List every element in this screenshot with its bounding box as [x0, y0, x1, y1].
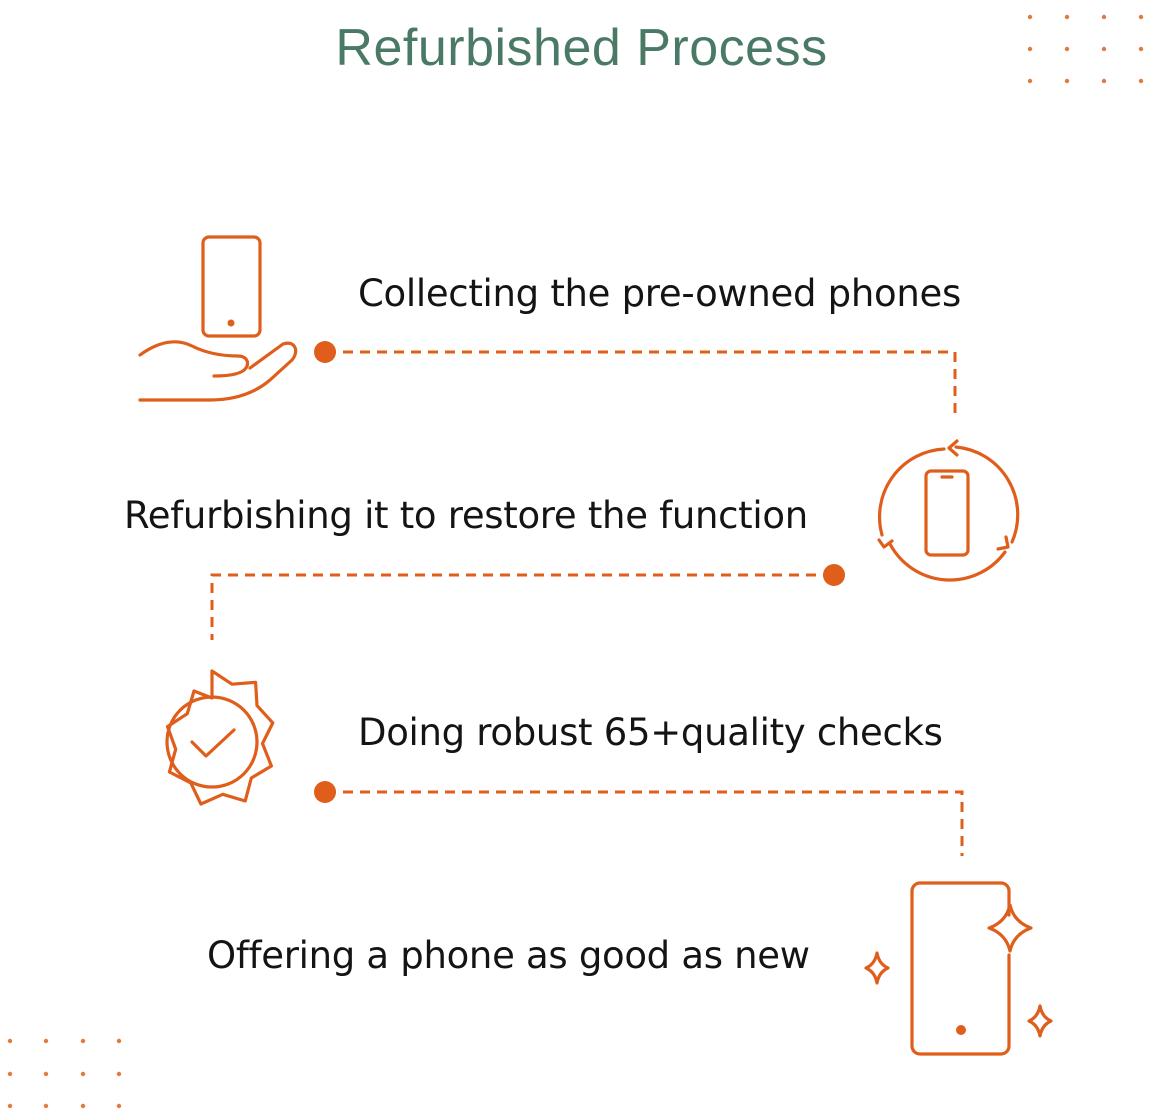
step-3-label: Doing robust 65+quality checks — [358, 711, 943, 754]
hand-holding-phone-icon — [138, 235, 298, 402]
connector-2-start-dot — [823, 564, 845, 586]
phone-refresh-icon — [877, 439, 1020, 582]
quality-badge-check-icon — [165, 669, 275, 806]
dot-grid-top-right — [1027, 14, 1144, 84]
step-4-label: Offering a phone as good as new — [207, 934, 810, 977]
step-2-label: Refurbishing it to restore the function — [124, 494, 808, 537]
dot-grid-bottom-left — [7, 1038, 122, 1109]
connector-2-3 — [210, 573, 833, 640]
page-title: Refurbished Process — [335, 19, 828, 77]
connector-3-start-dot — [314, 781, 336, 803]
step-1-label: Collecting the pre-owned phones — [358, 272, 961, 315]
sparkling-phone-icon — [864, 881, 1053, 1056]
connector-1-start-dot — [314, 341, 336, 363]
connector-1-2 — [326, 350, 957, 415]
connector-3-4 — [326, 790, 964, 856]
